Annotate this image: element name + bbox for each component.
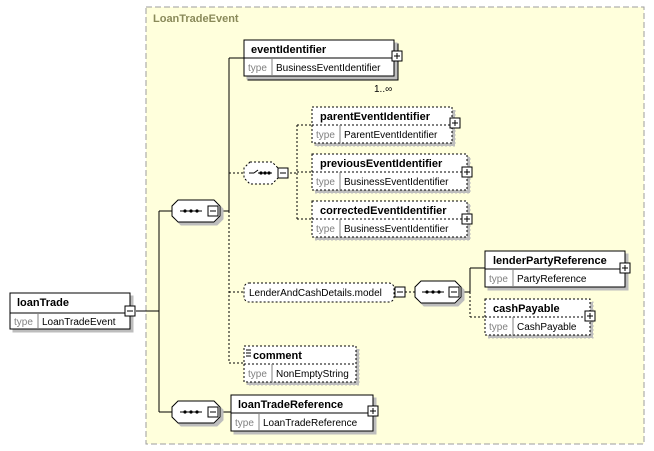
element-type: CashPayable (517, 322, 577, 333)
type-keyword: type (316, 177, 335, 188)
model-group-name: LenderAndCashDetails.model (249, 288, 382, 299)
collapse-icon[interactable] (207, 205, 219, 217)
element-type: PartyReference (517, 274, 587, 285)
expand-icon[interactable] (391, 50, 403, 62)
element-type: LoanTradeEvent (42, 317, 116, 328)
element-name: correctedEventIdentifier (320, 205, 447, 217)
model-group-box (243, 282, 395, 303)
element-previous-event-identifier[interactable]: previousEventIdentifier type BusinessEve… (311, 153, 473, 191)
connectors (136, 57, 244, 413)
element-type: BusinessEventIdentifier (276, 63, 381, 74)
element-corrected-event-identifier[interactable]: correctedEventIdentifier type BusinessEv… (311, 200, 473, 238)
optional-connectors (228, 124, 485, 364)
expand-icon[interactable] (461, 166, 473, 178)
element-loan-trade[interactable]: loanTrade type LoanTradeEvent (9, 292, 136, 330)
element-event-identifier[interactable]: eventIdentifier type BusinessEventIdenti… (243, 39, 403, 95)
collapse-icon[interactable] (124, 305, 136, 317)
collapse-icon[interactable] (277, 167, 289, 179)
collapse-icon[interactable] (207, 406, 219, 418)
type-keyword: type (14, 317, 33, 328)
type-keyword: type (489, 274, 508, 285)
element-name: previousEventIdentifier (320, 158, 443, 170)
element-loan-trade-reference[interactable]: loanTradeReference type LoanTradeReferen… (230, 394, 379, 432)
element-cash-payable[interactable]: cashPayable type CashPayable (484, 298, 596, 336)
element-parent-event-identifier[interactable]: parentEventIdentifier type ParentEventId… (311, 106, 461, 144)
model-sequence-connectors (462, 267, 485, 293)
type-keyword: type (316, 130, 335, 141)
model-group-lender-and-cash-details[interactable]: LenderAndCashDetails.model (243, 282, 406, 303)
sequence-compositor-model[interactable] (414, 280, 462, 304)
sequence-compositor-reference[interactable] (171, 400, 221, 424)
element-box (9, 292, 131, 330)
type-keyword: type (316, 224, 335, 235)
collapse-icon[interactable] (448, 286, 460, 298)
element-name: cashPayable (493, 303, 560, 315)
type-keyword: type (248, 63, 267, 74)
type-keyword: type (248, 369, 267, 380)
simple-content-icon (246, 349, 251, 357)
element-comment[interactable]: comment type NonEmptyString (243, 345, 357, 383)
element-name: comment (253, 350, 302, 362)
sequence-compositor-main[interactable] (171, 199, 221, 223)
expand-icon[interactable] (367, 405, 379, 417)
element-type: LoanTradeReference (263, 418, 358, 429)
expand-icon[interactable] (449, 117, 461, 129)
element-type: BusinessEventIdentifier (344, 177, 449, 188)
group-title: LoanTradeEvent (153, 13, 239, 25)
type-keyword: type (489, 322, 508, 333)
element-name: loanTrade (17, 297, 69, 309)
element-type: ParentEventIdentifier (344, 130, 438, 141)
expand-icon[interactable] (619, 262, 631, 274)
collapse-icon[interactable] (394, 286, 406, 298)
expand-icon[interactable] (461, 213, 473, 225)
element-type: BusinessEventIdentifier (344, 224, 449, 235)
element-lender-party-reference[interactable]: lenderPartyReference type PartyReference (484, 250, 631, 288)
element-type: NonEmptyString (276, 369, 349, 380)
expand-icon[interactable] (584, 310, 596, 322)
occurrence-label: 1..∞ (374, 84, 392, 95)
element-name: lenderPartyReference (493, 255, 607, 267)
type-keyword: type (235, 418, 254, 429)
element-name: parentEventIdentifier (320, 111, 431, 123)
element-name: loanTradeReference (238, 399, 343, 411)
choice-compositor[interactable] (243, 161, 289, 185)
element-name: eventIdentifier (251, 44, 327, 56)
